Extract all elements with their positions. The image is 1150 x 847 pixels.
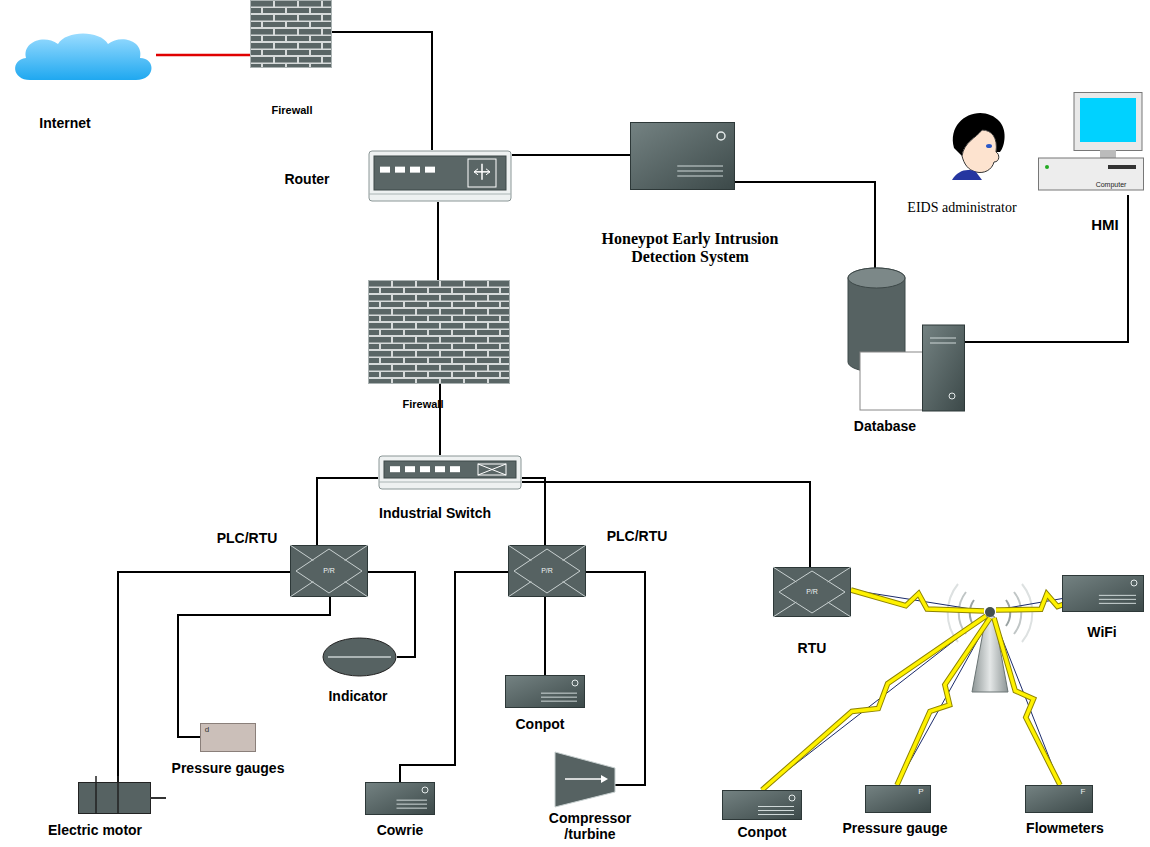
dev-shape bbox=[722, 790, 802, 820]
honeypot-device: Conpot bbox=[722, 790, 802, 820]
connector bbox=[400, 572, 508, 782]
node-label: d bbox=[205, 725, 209, 734]
connector bbox=[522, 478, 545, 545]
lightning-bolt bbox=[851, 590, 984, 611]
plc-node: PLC/RTUP/R bbox=[290, 545, 368, 597]
connector bbox=[439, 384, 441, 455]
radio-link bbox=[851, 590, 984, 611]
node-label: Pressure gauge bbox=[842, 820, 947, 836]
motor-shape bbox=[78, 782, 168, 814]
computer-node: Computer bbox=[1038, 92, 1144, 195]
node-label: P bbox=[918, 787, 923, 796]
connector bbox=[317, 478, 378, 545]
database-node: Database bbox=[848, 268, 965, 412]
switch-node: Industrial Switch bbox=[378, 455, 522, 490]
person-shape bbox=[942, 108, 1012, 180]
connector bbox=[544, 597, 546, 675]
connector bbox=[178, 597, 330, 737]
router-shape bbox=[368, 150, 512, 202]
connector-label: HMI bbox=[1089, 216, 1121, 233]
firewall-node: Firewall bbox=[250, 0, 332, 68]
dev-shape bbox=[365, 782, 435, 815]
node-label: Internet bbox=[39, 115, 90, 131]
cloud-shape bbox=[8, 30, 156, 82]
node-label: Flowmeters bbox=[1026, 820, 1104, 836]
brick-shape bbox=[368, 280, 510, 384]
turbine-node: Compressor /turbine bbox=[555, 752, 615, 807]
lightning-bolt bbox=[994, 618, 1060, 785]
node-label: Conpot bbox=[738, 824, 787, 840]
honeypot-server: Honeypot Early Intrusion Detection Syste… bbox=[630, 122, 735, 190]
lightning-bolt bbox=[762, 616, 986, 790]
node-label: Computer bbox=[1096, 181, 1127, 189]
administrator-figure: EIDS administrator bbox=[942, 108, 1012, 180]
indicator-node: Indicator bbox=[322, 637, 397, 677]
gauge-node: Pressure gaugesd bbox=[200, 723, 256, 752]
node-label: P/R bbox=[323, 567, 335, 575]
motor-node: Electric motor bbox=[78, 782, 168, 814]
dev-shape bbox=[1062, 575, 1144, 612]
honeypot-device: Cowrie bbox=[365, 782, 435, 815]
node-label: Firewall bbox=[272, 104, 313, 117]
node-label: Indicator bbox=[328, 688, 387, 704]
brick-shape bbox=[250, 0, 332, 68]
computer-shape bbox=[1038, 92, 1144, 195]
serverv-shape bbox=[630, 122, 735, 190]
wifi-device: WiFi bbox=[1062, 575, 1144, 612]
connector bbox=[118, 572, 290, 782]
node-label: Industrial Switch bbox=[379, 505, 491, 521]
radio-link bbox=[762, 616, 986, 790]
turbine-shape bbox=[555, 752, 615, 807]
lightning-outline bbox=[994, 618, 1060, 785]
node-label: Firewall bbox=[403, 398, 444, 411]
connector bbox=[512, 154, 630, 156]
lightning-bolt bbox=[897, 618, 990, 785]
connector bbox=[156, 54, 250, 57]
honeypot-device: Conpot bbox=[505, 675, 585, 708]
node-label: EIDS administrator bbox=[907, 200, 1016, 216]
gauge-node: Pressure gaugeP bbox=[865, 785, 931, 813]
node-label: PLC/RTU bbox=[607, 528, 668, 544]
node-label: Conpot bbox=[516, 716, 565, 732]
node-label: Compressor /turbine bbox=[540, 810, 640, 842]
radio-link bbox=[897, 618, 990, 785]
lightning-outline bbox=[897, 618, 990, 785]
firewall-node: Firewall bbox=[368, 280, 510, 384]
radio-link bbox=[994, 618, 1060, 785]
node-label: Database bbox=[854, 418, 916, 434]
node-label: PLC/RTU bbox=[217, 530, 278, 546]
router-node: Router bbox=[368, 150, 512, 202]
db-shape bbox=[848, 268, 965, 412]
lightning-outline bbox=[851, 590, 984, 611]
node-label: Honeypot Early Intrusion Detection Syste… bbox=[575, 230, 805, 267]
node-label: P/R bbox=[541, 567, 553, 575]
connector bbox=[735, 182, 875, 268]
plc-node: PLC/RTUP/R bbox=[508, 545, 586, 597]
rtu-node: RTUP/R bbox=[773, 567, 851, 617]
node-label: Electric motor bbox=[48, 822, 142, 838]
node-label: RTU bbox=[798, 640, 827, 656]
node-label: F bbox=[1081, 787, 1086, 796]
lightning-outline bbox=[762, 616, 986, 790]
connector bbox=[965, 195, 1128, 342]
node-label: Router bbox=[284, 171, 329, 187]
connector bbox=[332, 32, 432, 150]
switch-shape bbox=[378, 455, 522, 490]
antenna-tower bbox=[948, 584, 1033, 692]
node-label: Pressure gauges bbox=[172, 760, 285, 776]
flowmeter-node: FlowmetersF bbox=[1025, 785, 1093, 813]
connector bbox=[586, 572, 645, 785]
ellipse-shape bbox=[322, 637, 397, 677]
dev-shape bbox=[505, 675, 585, 708]
node-label: WiFi bbox=[1087, 624, 1116, 640]
node-label: P/R bbox=[806, 588, 818, 596]
connector bbox=[437, 202, 439, 280]
node-label: Cowrie bbox=[377, 822, 424, 838]
cloud-node: Internet bbox=[8, 30, 156, 82]
